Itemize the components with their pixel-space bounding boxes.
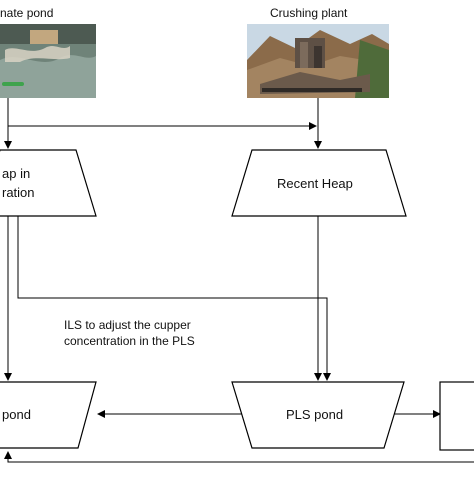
recent-heap-label: Recent Heap: [277, 176, 353, 191]
left-pond-label: pond: [2, 407, 31, 422]
ils-note-line2: concentration in the PLS: [64, 334, 195, 348]
pls-pond-shape: [231, 381, 405, 449]
heap-left-label-line2: ration: [2, 185, 35, 200]
heap-left-label-line1: ap in: [2, 166, 31, 181]
recent-heap-shape: [231, 149, 407, 217]
heap-left-shape: [0, 149, 97, 217]
connectors: [4, 98, 474, 463]
arrow-heap-to-pls-pond: [17, 216, 331, 381]
return-line: [4, 451, 474, 463]
right-box-shape: [439, 381, 474, 451]
crushing-plant-photo: [247, 24, 389, 98]
raffinate-pond-photo: [0, 24, 96, 98]
left-pond-shape: [0, 381, 97, 449]
ils-note-line1: ILS to adjust the cupper: [64, 318, 191, 332]
pls-pond-label: PLS pond: [286, 407, 344, 422]
raffinate-pond-caption: nate pond: [0, 6, 54, 20]
crushing-plant-caption: Crushing plant: [270, 6, 348, 20]
